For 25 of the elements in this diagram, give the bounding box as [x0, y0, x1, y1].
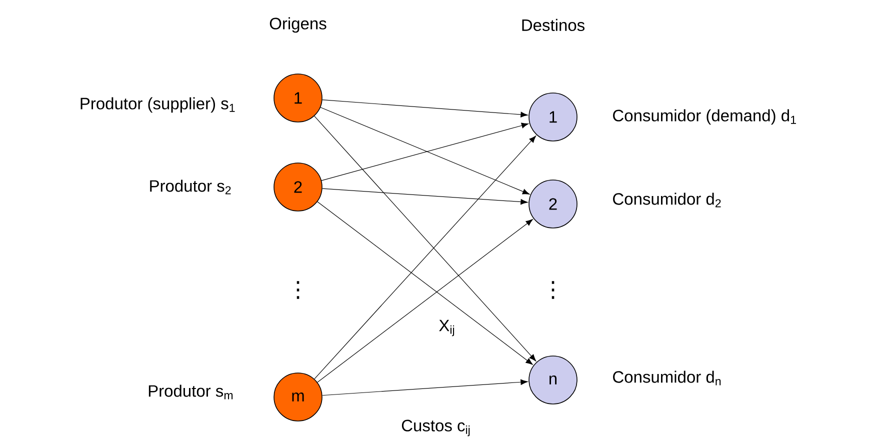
arrow [320, 107, 530, 194]
node-label: Produtor s$_{2}$ [150, 180, 231, 194]
text-label: X$_{ij}$ [438, 320, 456, 336]
arrow [317, 201, 533, 365]
circle-node: m [274, 372, 322, 422]
text-label: Custos c$_{ij}$ [401, 420, 471, 436]
arrow [322, 379, 528, 396]
node-label: Consumidor (demand) d$_{1}$ [613, 109, 796, 125]
circle-node: 1 [528, 92, 578, 142]
circle-node: n [528, 356, 578, 404]
circle-node: 1 [274, 74, 322, 122]
vertical-ellipsis: ⋮ [552, 281, 554, 299]
node-label: Consumidor d$_{n}$ [613, 370, 721, 386]
circle-node: 2 [528, 180, 578, 228]
node-label: Produtor s$_{m}$ [148, 384, 233, 400]
vertical-ellipsis: ⋮ [296, 281, 300, 299]
text-label: Origens [269, 17, 327, 33]
node-label: Consumidor d$_{2}$ [613, 192, 721, 208]
circle-node: 2 [274, 162, 322, 212]
arrow [317, 219, 533, 383]
arrow [322, 100, 528, 118]
arrow [322, 188, 528, 205]
node-label: Produtor (supplier) s$_{1}$ [80, 97, 235, 113]
text-label: Destinos [520, 18, 586, 32]
arrow [321, 122, 529, 181]
